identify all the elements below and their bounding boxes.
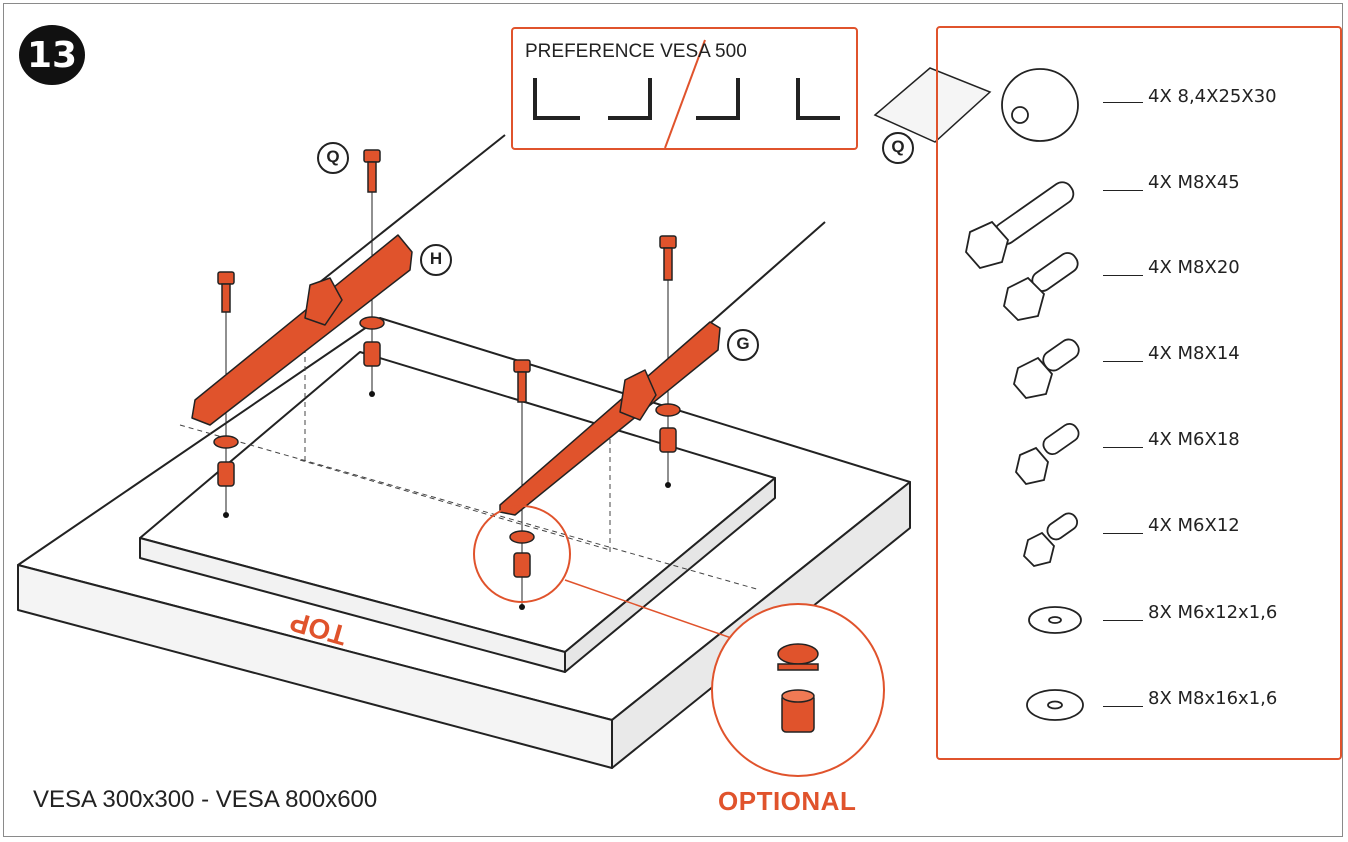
part-label-8: 8X M8x16x1,6 [1148, 688, 1278, 709]
vesa-range-caption: VESA 300x300 - VESA 800x600 [33, 786, 378, 813]
part-leader-2 [1103, 190, 1143, 191]
optional-caption: OPTIONAL [718, 786, 857, 816]
back-plate [139, 351, 776, 673]
part-leader-6 [1103, 533, 1143, 534]
part-label-1: 4X 8,4X25X30 [1148, 86, 1277, 107]
callout-g: G [736, 334, 750, 353]
part-label-6: 4X M6X12 [1148, 515, 1240, 536]
part-label-7: 8X M6x12x1,6 [1148, 602, 1278, 623]
callouts [317, 132, 914, 361]
part-leader-7 [1103, 620, 1143, 621]
optional-connector [564, 579, 761, 649]
page-frame [3, 3, 1343, 837]
optional-detail [711, 603, 885, 777]
preference-title: PREFERENCE VESA 500 [525, 41, 747, 62]
screw-holes [223, 391, 671, 610]
callout-h: H [429, 249, 443, 268]
part-leader-5 [1103, 447, 1143, 448]
part-leader-8 [1103, 706, 1143, 707]
bracket-h [191, 234, 413, 426]
optional-highlight-circle [473, 505, 571, 603]
step-number-badge: 13 [19, 25, 85, 85]
preference-vesa-marks [533, 78, 840, 120]
preference-divider [664, 39, 706, 149]
parts-icons [965, 68, 1084, 721]
part-label-5: 4X M6X18 [1148, 429, 1240, 450]
callout-q-packet: Q [891, 137, 905, 156]
part-leader-1 [1103, 102, 1143, 103]
part-label-4: 4X M8X14 [1148, 343, 1240, 364]
screws [217, 149, 677, 403]
part-label-3: 4X M8X20 [1148, 257, 1240, 278]
q-packet [873, 67, 992, 143]
part-leader-4 [1103, 361, 1143, 362]
part-leader-3 [1103, 275, 1143, 276]
spacers-and-washers [213, 316, 681, 578]
part-label-2: 4X M8X45 [1148, 172, 1240, 193]
callout-q-top: Q [326, 147, 340, 166]
preference-vesa-box: PREFERENCE VESA 500 [511, 27, 858, 150]
parts-list-box [936, 26, 1342, 760]
